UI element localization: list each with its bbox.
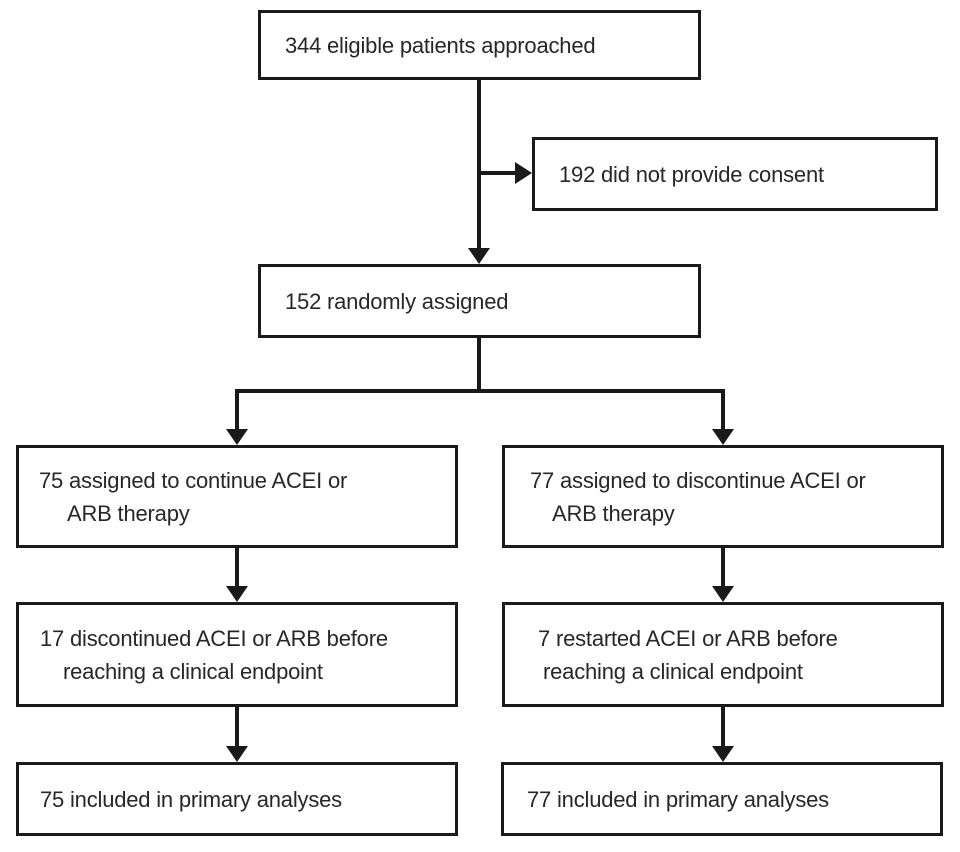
box-continue-deviation: 17 discontinued ACEI or ARB before reach… bbox=[16, 602, 458, 707]
box-randomly-assigned-text: 152 randomly assigned bbox=[285, 288, 509, 314]
box-discontinue-analysed: 77 included in primary analyses bbox=[501, 762, 943, 836]
connector-continue-to-deviation bbox=[235, 548, 239, 588]
connector-discontinue-to-deviation bbox=[721, 548, 725, 588]
box-continue-deviation-line1: 17 discontinued ACEI or ARB before bbox=[40, 625, 388, 651]
box-assigned-continue-line2: ARB therapy bbox=[67, 500, 190, 526]
box-assigned-continue-line1: 75 assigned to continue ACEI or bbox=[39, 467, 348, 493]
box-assigned-discontinue: 77 assigned to discontinue ACEI or ARB t… bbox=[502, 445, 944, 548]
box-no-consent-text: 192 did not provide consent bbox=[559, 161, 824, 187]
connector-rail-to-continue-arm bbox=[235, 391, 239, 431]
box-continue-analysed-text: 75 included in primary analyses bbox=[40, 786, 342, 812]
box-no-consent: 192 did not provide consent bbox=[532, 137, 938, 211]
box-discontinue-deviation: 7 restarted ACEI or ARB before reaching … bbox=[502, 602, 944, 707]
connector-rail-to-discontinue-arm bbox=[721, 391, 725, 431]
box-randomly-assigned: 152 randomly assigned bbox=[258, 264, 701, 338]
box-discontinue-deviation-line2: reaching a clinical endpoint bbox=[543, 658, 803, 684]
arrowhead-down-icon bbox=[712, 586, 734, 602]
box-assigned-discontinue-line2: ARB therapy bbox=[552, 500, 675, 526]
arrowhead-down-icon bbox=[712, 429, 734, 445]
connector-branch-to-no-consent bbox=[477, 171, 517, 175]
connector-randomized-to-rail bbox=[477, 338, 481, 391]
connector-split-rail bbox=[235, 389, 725, 393]
arrowhead-down-icon bbox=[226, 746, 248, 762]
box-eligible-approached: 344 eligible patients approached bbox=[258, 10, 701, 80]
arrowhead-down-icon bbox=[712, 746, 734, 762]
box-discontinue-deviation-line1: 7 restarted ACEI or ARB before bbox=[538, 625, 838, 651]
connector-discontinue-to-analysis bbox=[721, 707, 725, 748]
box-assigned-discontinue-line1: 77 assigned to discontinue ACEI or bbox=[530, 467, 866, 493]
arrowhead-down-icon bbox=[468, 248, 490, 264]
box-continue-analysed: 75 included in primary analyses bbox=[16, 762, 458, 836]
box-eligible-approached-text: 344 eligible patients approached bbox=[285, 32, 596, 58]
box-discontinue-analysed-text: 77 included in primary analyses bbox=[527, 786, 829, 812]
connector-approached-to-randomized bbox=[477, 80, 481, 250]
arrowhead-down-icon bbox=[226, 586, 248, 602]
box-assigned-continue: 75 assigned to continue ACEI or ARB ther… bbox=[16, 445, 458, 548]
box-continue-deviation-line2: reaching a clinical endpoint bbox=[63, 658, 323, 684]
arrowhead-down-icon bbox=[226, 429, 248, 445]
arrowhead-right-icon bbox=[515, 162, 532, 184]
connector-continue-to-analysis bbox=[235, 707, 239, 748]
